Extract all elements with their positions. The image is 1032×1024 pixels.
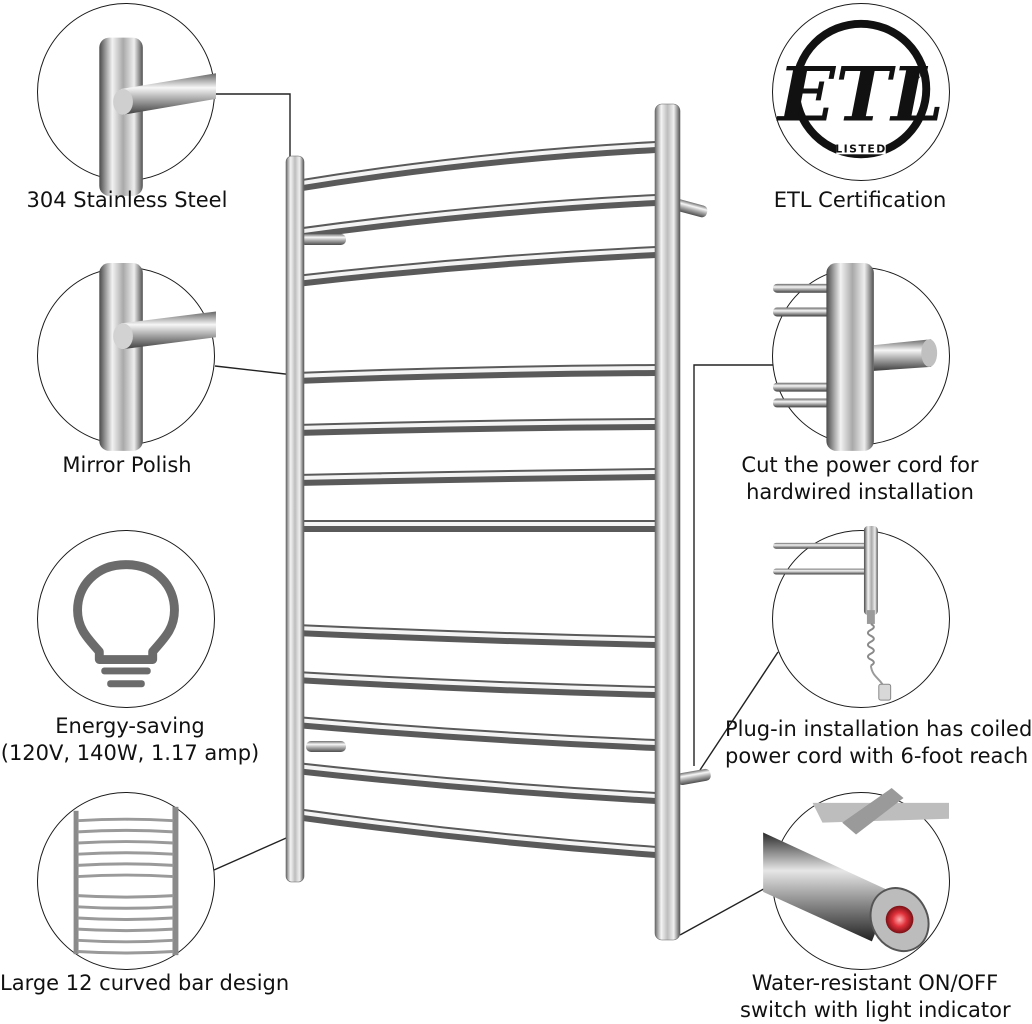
plug-in-cord-closeup [772, 526, 950, 708]
etl-logo-circle: ETL ® LISTED [772, 3, 950, 181]
lightbulb-icon [73, 560, 179, 688]
mini-rack-bar [77, 905, 174, 910]
rack-bar-highlight [295, 420, 657, 430]
feature-detail-energy: (120V, 140W, 1.17 amp) [0, 741, 260, 765]
rack-bar-highlight [295, 626, 657, 642]
mini-rack-bar [77, 927, 174, 933]
rack-bar-highlight [295, 366, 657, 378]
rack-bar [290, 671, 662, 698]
mirror-polish-closeup [37, 263, 216, 451]
etl-mark: ETL [776, 50, 944, 139]
wall-bracket-bottom-right [676, 768, 711, 786]
rack-bar [290, 716, 662, 751]
mini-right-post [172, 806, 179, 956]
hardwire-closeup [772, 263, 950, 451]
right-post [654, 103, 681, 941]
rack-bar-highlight [295, 718, 657, 745]
feature-label-energy: Energy-saving [55, 714, 205, 738]
rack-bar [290, 808, 662, 858]
feature-label-polish: Mirror Polish [62, 453, 192, 477]
mini-rack-bar [77, 840, 174, 845]
polished-post-detail [99, 263, 216, 451]
rack-bar [290, 762, 662, 804]
registered-mark: ® [910, 68, 922, 82]
rack-bar-highlight [295, 470, 657, 480]
listed-text: LISTED [835, 142, 887, 155]
rack-bar [290, 468, 662, 486]
feature-label-switch-1: Water-resistant ON/OFF [751, 971, 999, 995]
steel-post-detail [99, 37, 216, 196]
rack-bar [290, 418, 662, 436]
feature-label-switch-2: switch with light indicator [740, 998, 1011, 1022]
mini-rack-bar [77, 916, 174, 921]
feature-label-design: Large 12 curved bar design [0, 971, 290, 995]
rack-bar-highlight [295, 143, 657, 186]
mini-rack-bar [77, 862, 174, 867]
rack-bar [290, 246, 662, 287]
mini-rack-bar [77, 851, 174, 856]
mini-rack-thumbnail [73, 806, 179, 956]
stainless-steel-closeup [37, 3, 216, 196]
rack-bars [290, 141, 662, 858]
feature-label-hardwire-2: hardwired installation [746, 480, 974, 504]
rack-bar-highlight [295, 810, 657, 852]
etl-listed-logo: ETL ® LISTED [776, 19, 944, 159]
feature-label-plugin-2: power cord with 6-foot reach [725, 744, 1029, 768]
mini-rack-bar [77, 817, 174, 823]
switch-closeup [763, 788, 950, 970]
rack-bar-highlight [295, 673, 657, 692]
post-end-detail [773, 263, 938, 451]
rack-bar-highlight [295, 196, 657, 234]
wall-bracket-bottom-left [306, 741, 346, 752]
mini-rack-bar [77, 938, 174, 944]
feature-label-steel: 304 Stainless Steel [26, 188, 228, 212]
rack-bar [290, 364, 662, 384]
switch-detail [763, 788, 949, 953]
energy-saving-icon-circle [37, 530, 215, 708]
wall-bracket-top-right [666, 197, 708, 218]
rack-bar [290, 194, 662, 240]
curved-bar-design-thumbnail [37, 792, 215, 970]
mini-left-post [73, 810, 79, 955]
rack-bar-highlight [295, 248, 657, 281]
mini-rack-bar [77, 950, 174, 955]
rack-bar [290, 624, 662, 648]
coiled-cord-detail [773, 526, 892, 701]
feature-label-hardwire-1: Cut the power cord for [741, 453, 979, 477]
mini-rack-bar [77, 828, 174, 834]
rack-bar [290, 141, 662, 192]
rack-bar-highlight [295, 764, 657, 798]
mini-rack-bar [77, 894, 174, 899]
wall-bracket-top-left [300, 234, 346, 245]
mini-rack-bar [77, 873, 174, 879]
feature-label-plugin-1: Plug-in installation has coiled [725, 717, 1032, 741]
feature-label-etl: ETL Certification [773, 188, 947, 212]
left-post [285, 155, 305, 883]
